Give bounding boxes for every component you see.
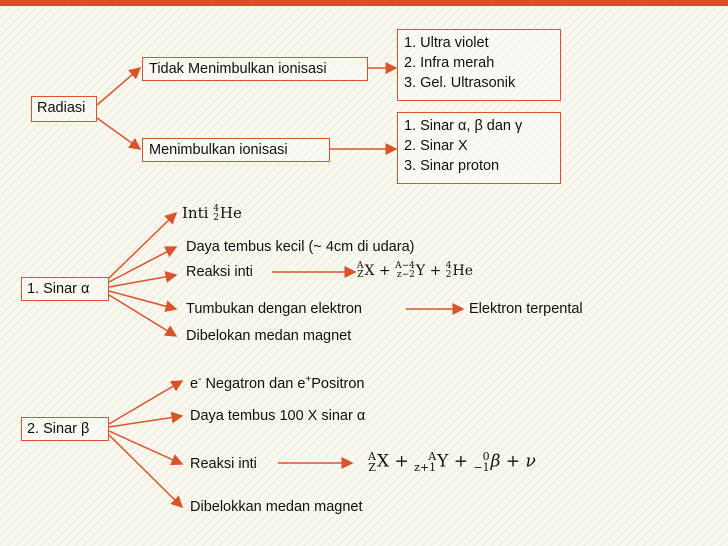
ionizing-item: 1. Sinar α, β dan γ [404,118,523,134]
alpha-eq-c-top: 4 [445,261,452,271]
beta-negatron-positron: e- Negatron dan e+Positron [190,371,364,393]
beta-eq-c-bot: −1 [473,461,490,474]
beta-eq-c-iso: 0−1 [473,451,489,473]
non-ionizing-box: Tidak Menimbulkan ionisasi [142,57,368,81]
beta-eq-c-sym: β [490,451,501,472]
beta-label: 2. Sinar β [27,421,90,437]
beta-eq-c-top: 0 [482,450,490,463]
beta-negatron-text: Negatron dan e [201,375,306,392]
alpha-eq-plus: + [429,263,442,279]
beta-eq-b-bot: z+1 [414,461,437,474]
beta-arrow-3 [108,430,184,466]
alpha-eq-b-bot: z−2 [396,270,415,280]
alpha-eq-c-bot: 2 [445,270,452,280]
alpha-penetration: Daya tembus kecil (~ 4cm di udara) [186,239,415,255]
alpha-label: 1. Sinar α [27,281,90,297]
alpha-core-mass: 4 [213,204,219,214]
arrow-to-non-ionizing [96,67,142,106]
beta-penetration: Daya tembus 100 X sinar α [190,408,366,424]
alpha-eq-a-top: A [357,261,364,271]
non-ionizing-label: Tidak Menimbulkan ionisasi [149,61,327,77]
alpha-eq-b-top: A−4 [395,261,415,271]
alpha-collision: Tumbukan dengan elektron [186,301,362,317]
beta-e-minus: e [190,375,199,392]
ionizing-label: Menimbulkan ionisasi [149,142,288,158]
alpha-reaction-label: Reaksi inti [186,264,253,280]
beta-eq-a-bot: Z [368,461,376,474]
beta-eq-plus: + [453,451,469,472]
alpha-collision-result: Elektron terpental [469,301,583,317]
beta-plus-sup: + [305,374,312,385]
alpha-arrow-5 [108,294,178,337]
ionizing-list-box: 1. Sinar α, β dan γ 2. Sinar X 3. Sinar … [397,112,561,184]
beta-reaction-label: Reaksi inti [190,456,257,472]
ionizing-item: 3. Sinar proton [404,158,500,174]
beta-eq-b-sym: Y [437,451,449,472]
non-ionizing-list-box: 1. Ultra violet 2. Infra merah 3. Gel. U… [397,29,561,101]
alpha-core-symbol: He [219,204,242,222]
beta-eq-b-top: A [428,450,437,463]
top-accent-bar [0,0,728,6]
beta-arrow-4 [108,434,184,509]
beta-eq-d-sym: ν [525,451,536,472]
alpha-eq-c-sym: He [452,263,474,279]
beta-eq-a-top: A [368,450,376,463]
beta-minus-sup: - [198,374,202,385]
alpha-eq-b-sym: Y [415,263,426,279]
alpha-core-prefix: Inti [182,204,214,222]
alpha-arrow-3 [108,270,178,288]
alpha-eq-a-sym: X [364,263,375,279]
alpha-arrow-4 [108,290,178,313]
non-ionizing-item: 2. Infra merah [404,55,495,71]
non-ionizing-item: 3. Gel. Ultrasonik [404,75,516,91]
alpha-label-box: 1. Sinar α [21,277,109,301]
beta-eq-plus: + [505,451,521,472]
arrow-to-ionizing [96,117,142,150]
beta-eq-plus: + [394,451,409,472]
beta-label-box: 2. Sinar β [21,417,109,441]
ionizing-item: 2. Sinar X [404,138,468,154]
ionizing-box: Menimbulkan ionisasi [142,138,330,162]
root-radiasi-box: Radiasi [31,96,97,122]
non-ionizing-item: 1. Ultra violet [404,35,489,51]
root-radiasi-label: Radiasi [37,100,86,116]
alpha-core-number: 2 [213,213,219,223]
beta-deflection: Dibelokkan medan magnet [190,499,363,515]
beta-positron-text: Positron [311,375,365,392]
beta-arrow-2 [108,411,184,428]
alpha-eq-plus: + [378,263,391,279]
alpha-arrow-2 [108,246,178,283]
alpha-eq-a-bot: Z [357,270,364,280]
alpha-arrow-1 [108,211,178,279]
alpha-deflection: Dibelokan medan magnet [186,328,352,344]
beta-eq-a-sym: X [376,451,390,472]
beta-arrow-1 [108,380,184,425]
